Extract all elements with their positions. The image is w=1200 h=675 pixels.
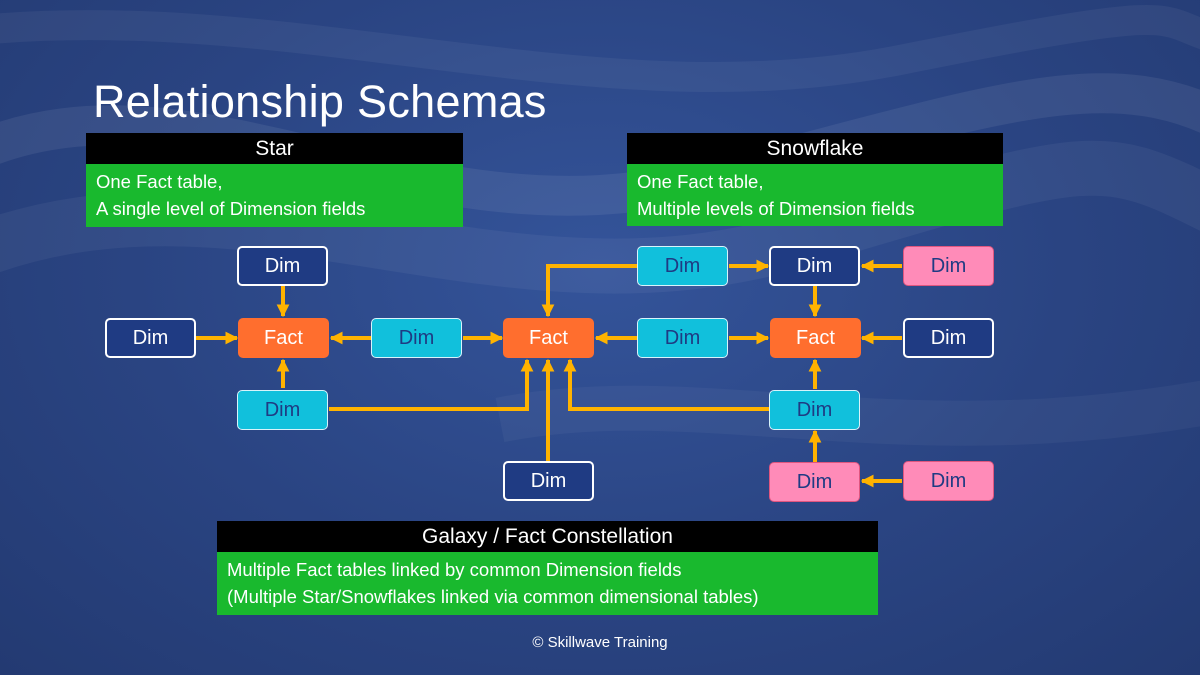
snowflake-panel-line: Multiple levels of Dimension fields [637,198,915,219]
arrow-dim-to-fact [563,358,769,411]
arrow-dim-to-fact [329,358,534,411]
dim-node: Dim [769,246,860,286]
dim-node: Dim [237,246,328,286]
galaxy-panel-body: Multiple Fact tables linked by common Di… [217,552,878,615]
star-panel-title: Star [86,133,463,164]
fact-node: Fact [238,318,329,358]
slide-title: Relationship Schemas [93,76,547,127]
dim-node: Dim [903,318,994,358]
dim-node: Dim [903,246,994,286]
dim-node: Dim [769,390,860,430]
fact-node: Fact [770,318,861,358]
galaxy-panel: Galaxy / Fact Constellation Multiple Fac… [217,521,878,615]
dim-node: Dim [503,461,594,501]
star-panel: Star One Fact table, A single level of D… [86,133,463,227]
dim-node: Dim [237,390,328,430]
dim-node: Dim [769,462,860,502]
dim-node: Dim [637,318,728,358]
dim-node: Dim [371,318,462,358]
snowflake-panel-title: Snowflake [627,133,1003,164]
snowflake-panel-line: One Fact table, [637,171,764,192]
star-panel-line: One Fact table, [96,171,223,192]
dim-node: Dim [637,246,728,286]
copyright-footer: © Skillwave Training [532,634,668,651]
dim-node: Dim [105,318,196,358]
arrow-dim-to-fact [541,264,637,318]
snowflake-panel-body: One Fact table, Multiple levels of Dimen… [627,164,1003,226]
galaxy-panel-title: Galaxy / Fact Constellation [217,521,878,552]
galaxy-panel-line: Multiple Fact tables linked by common Di… [227,559,682,580]
galaxy-panel-line: (Multiple Star/Snowflakes linked via com… [227,586,759,607]
star-panel-body: One Fact table, A single level of Dimens… [86,164,463,227]
snowflake-panel: Snowflake One Fact table, Multiple level… [627,133,1003,226]
dim-node: Dim [903,461,994,501]
fact-node: Fact [503,318,594,358]
star-panel-line: A single level of Dimension fields [96,198,366,219]
